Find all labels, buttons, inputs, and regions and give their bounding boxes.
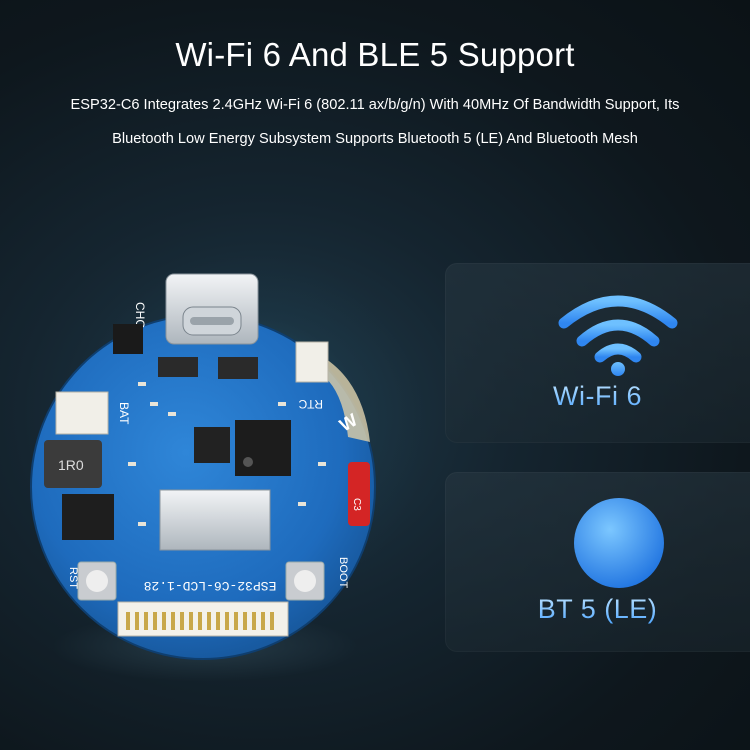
description-line-2: Bluetooth Low Energy Subsystem Supports …	[112, 131, 638, 147]
boot-label: BOOT	[337, 557, 349, 588]
board-model-label: ESP32-C6-LCD-1.28	[144, 578, 277, 593]
bat-label: BAT	[117, 402, 131, 425]
wifi-icon	[558, 295, 678, 376]
inductor-label: 1R0	[58, 457, 84, 473]
page-title: Wi-Fi 6 And BLE 5 Support	[175, 36, 575, 74]
bluetooth-feature-card: BT 5 (LE)	[445, 472, 750, 652]
wifi-feature-card: Wi-Fi 6	[445, 263, 750, 443]
page-description: ESP32-C6 Integrates 2.4GHz Wi-Fi 6 (802.…	[10, 88, 740, 156]
description-line-1: ESP32-C6 Integrates 2.4GHz Wi-Fi 6 (802.…	[70, 97, 680, 113]
esp32-c6-board-image: CHG RTC BAT 1R0 W C3 RST BOOT ESP32-C6-L…	[30, 273, 376, 660]
wifi-label: Wi-Fi 6	[445, 381, 750, 412]
chg-label: CHG	[133, 302, 147, 329]
bluetooth-icon	[574, 498, 664, 588]
rst-label: RST	[67, 567, 79, 589]
bluetooth-label: BT 5 (LE)	[445, 594, 750, 625]
led-label: C3	[351, 498, 362, 511]
rtc-label: RTC	[298, 397, 323, 411]
